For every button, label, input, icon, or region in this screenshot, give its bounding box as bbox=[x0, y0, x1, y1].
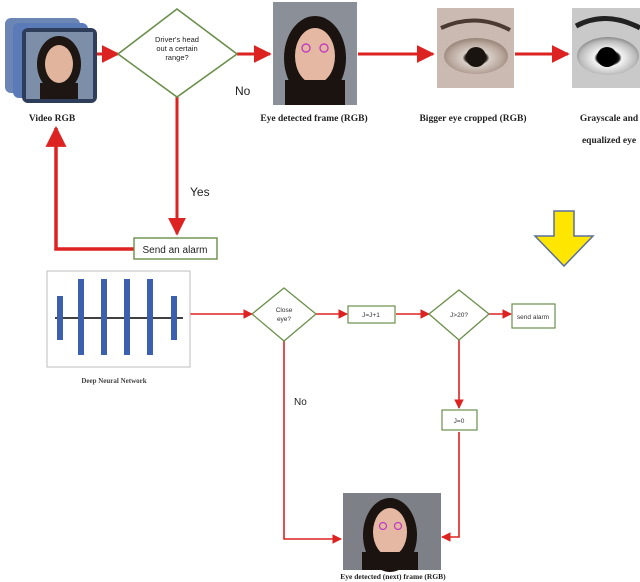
dnn-layer-5 bbox=[147, 279, 153, 355]
edge-label-no-top: No bbox=[235, 84, 251, 98]
label-grayscale-line1: Grayscale and bbox=[580, 114, 639, 124]
increment-label: J=J+1 bbox=[362, 312, 380, 319]
reset-label: J=0 bbox=[454, 418, 465, 425]
decision-head-range: Driver's head out a certain range? bbox=[116, 7, 239, 98]
decision-j-diamond bbox=[427, 289, 491, 341]
edge-alarm-to-video bbox=[45, 125, 134, 251]
label-eye-detected-frame: Eye detected frame (RGB) bbox=[260, 113, 367, 124]
dnn-layer-3 bbox=[101, 279, 107, 355]
decision-close-line2: eye? bbox=[277, 316, 291, 323]
decision-head-line1: Driver's head bbox=[155, 35, 199, 44]
edge-reset-to-next bbox=[441, 432, 460, 542]
flow-lines-lower bbox=[190, 309, 512, 544]
face-photo-icon bbox=[343, 493, 441, 572]
eye-photo-icon bbox=[572, 8, 640, 88]
dnn-layer-4 bbox=[124, 279, 130, 355]
decision-close-line1: Close bbox=[276, 307, 293, 314]
decision-close-diamond bbox=[250, 287, 318, 342]
decision-close-eye: Close eye? bbox=[250, 287, 318, 342]
box-send-alarm-top: Send an alarm bbox=[133, 237, 218, 260]
label-video-rgb: Video RGB bbox=[29, 114, 76, 124]
dnn-block bbox=[46, 270, 191, 368]
decision-head-line2: out a certain bbox=[156, 44, 197, 53]
dnn-layer-2 bbox=[78, 279, 84, 355]
dnn-layer-1 bbox=[57, 296, 63, 340]
edge-label-no-bottom: No bbox=[294, 397, 307, 408]
video-rgb-frames bbox=[5, 18, 97, 103]
decision-head-line3: range? bbox=[165, 53, 188, 62]
send-alarm-right-label: send alarm bbox=[517, 314, 549, 321]
decision-j-threshold: J>20? bbox=[427, 289, 491, 341]
label-eye-next-frame: Eye detected (next) frame (RGB) bbox=[340, 572, 446, 581]
face-photo-icon bbox=[22, 28, 97, 103]
decision-head-diamond bbox=[116, 7, 239, 98]
box-increment: J=J+1 bbox=[347, 305, 396, 324]
dnn-frame bbox=[46, 270, 191, 368]
label-bigger-eye-cropped: Bigger eye cropped (RGB) bbox=[419, 113, 526, 124]
face-photo-icon bbox=[273, 2, 357, 105]
send-alarm-top-label: Send an alarm bbox=[142, 245, 207, 256]
flow-lines bbox=[45, 45, 570, 251]
dnn-layer-6 bbox=[171, 296, 177, 340]
box-send-alarm-right: send alarm bbox=[511, 303, 556, 329]
label-dnn: Deep Neural Network bbox=[81, 377, 146, 385]
yellow-down-arrow-icon bbox=[533, 210, 595, 268]
label-grayscale-line2: equalized eye bbox=[582, 136, 636, 146]
box-reset: J=0 bbox=[441, 409, 478, 431]
decision-j-label: J>20? bbox=[450, 312, 468, 319]
edge-label-yes: Yes bbox=[190, 185, 210, 199]
eye-photo-icon bbox=[437, 8, 514, 88]
edge-close-no-to-next bbox=[283, 341, 342, 544]
